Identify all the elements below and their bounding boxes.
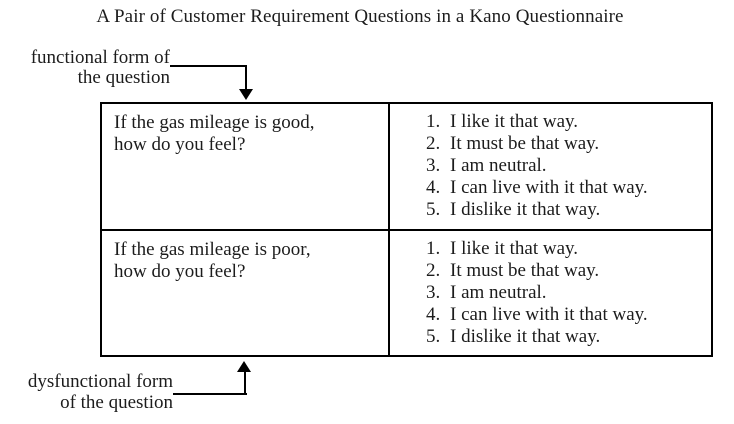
functional-question-line2: how do you feel? xyxy=(114,134,246,155)
option-text: I can live with it that way. xyxy=(450,177,648,198)
option-number: 2. xyxy=(426,260,441,281)
functional-answer-options-cell: 1. I like it that way. 2. It must be tha… xyxy=(390,104,711,231)
kano-question-table: If the gas mileage is good, how do you f… xyxy=(100,102,713,357)
option-text: I dislike it that way. xyxy=(450,199,601,220)
option-text: I like it that way. xyxy=(450,238,579,259)
option-number: 1. xyxy=(426,111,441,132)
up-arrowhead-icon xyxy=(237,361,251,372)
dysfunctional-question-line1: If the gas mileage is poor, xyxy=(114,239,311,260)
answer-option: 4. I can live with it that way. xyxy=(426,304,707,326)
answer-option: 3. I am neutral. xyxy=(426,282,707,304)
answer-option: 1. I like it that way. xyxy=(426,238,707,260)
option-number: 2. xyxy=(426,133,441,154)
option-number: 5. xyxy=(426,326,441,347)
dysfunctional-form-label-line1: dysfunctional form xyxy=(27,371,173,392)
option-text: I am neutral. xyxy=(450,155,547,176)
option-text: I like it that way. xyxy=(450,111,579,132)
option-number: 4. xyxy=(426,304,441,325)
option-text: I am neutral. xyxy=(450,282,547,303)
option-number: 3. xyxy=(426,155,441,176)
option-number: 3. xyxy=(426,282,441,303)
figure-title: A Pair of Customer Requirement Questions… xyxy=(96,6,624,27)
answer-option: 1. I like it that way. xyxy=(426,111,707,133)
dysfunctional-form-label-line2: of the question xyxy=(60,392,173,413)
dysfunctional-form-label: dysfunctional form of the question xyxy=(8,371,173,413)
answer-option: 2. It must be that way. xyxy=(426,133,707,155)
option-text: I can live with it that way. xyxy=(450,304,648,325)
answer-option: 5. I dislike it that way. xyxy=(426,326,707,348)
answer-option: 4. I can live with it that way. xyxy=(426,177,707,199)
functional-form-label-line2: the question xyxy=(77,67,170,88)
functional-form-label: functional form of the question xyxy=(8,48,170,88)
dysfunctional-question-line2: how do you feel? xyxy=(114,261,246,282)
functional-arrow-vertical-line xyxy=(245,65,247,90)
dysfunctional-arrow-horizontal-line xyxy=(173,393,247,395)
dysfunctional-answer-options-cell: 1. I like it that way. 2. It must be tha… xyxy=(390,231,711,355)
functional-question-line1: If the gas mileage is good, xyxy=(114,112,315,133)
option-text: It must be that way. xyxy=(450,260,600,281)
option-text: I dislike it that way. xyxy=(450,326,601,347)
option-number: 5. xyxy=(426,199,441,220)
functional-form-label-line1: functional form of xyxy=(30,47,170,68)
functional-arrow-horizontal-line xyxy=(170,65,247,67)
answer-option: 5. I dislike it that way. xyxy=(426,199,707,221)
option-number: 1. xyxy=(426,238,441,259)
answer-option: 2. It must be that way. xyxy=(426,260,707,282)
down-arrowhead-icon xyxy=(239,89,253,100)
option-number: 4. xyxy=(426,177,441,198)
functional-question-cell: If the gas mileage is good, how do you f… xyxy=(102,104,390,231)
answer-option: 3. I am neutral. xyxy=(426,155,707,177)
dysfunctional-arrow-vertical-line xyxy=(244,372,246,395)
option-text: It must be that way. xyxy=(450,133,600,154)
dysfunctional-question-cell: If the gas mileage is poor, how do you f… xyxy=(102,231,390,355)
